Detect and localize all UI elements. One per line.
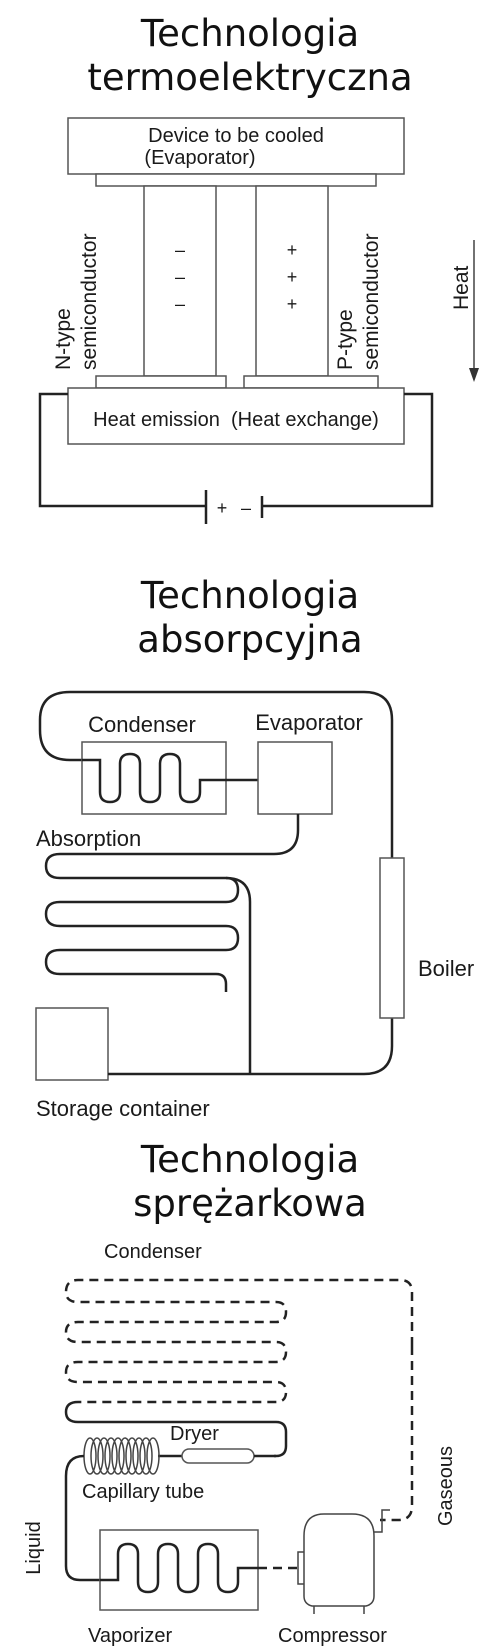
gaseous-label: Gaseous	[435, 1446, 457, 1526]
n-sign-1: –	[175, 240, 185, 260]
thermo-title-line1: Technologia	[140, 12, 360, 55]
p-sign-1: +	[287, 240, 298, 260]
absorption-condenser-box	[81, 741, 227, 815]
top-plate	[95, 173, 377, 187]
absorption-absorber-mid	[215, 972, 228, 992]
thermo-title-line2: termoelektryczna	[87, 56, 413, 99]
heat-emission-label: Heat emission (Heat exchange)	[93, 409, 379, 431]
n-sign-2: –	[175, 267, 185, 287]
absorption-absorber-outer	[225, 876, 252, 1074]
absorption-absorber-coil	[44, 852, 240, 976]
compressor-label: Compressor	[278, 1625, 387, 1647]
thermo-title: Technologia termoelektryczna	[0, 12, 500, 100]
heat-label: Heat	[450, 265, 473, 310]
n-column	[143, 185, 217, 377]
liquid-label: Liquid	[23, 1521, 45, 1574]
storage-container-label: Storage container	[36, 1096, 210, 1121]
circuit-wire-left	[38, 392, 206, 508]
absorption-bottom-pipe	[108, 1016, 394, 1076]
absorption-condenser-label: Condenser	[88, 712, 196, 737]
compressor-title: Technologia sprężarkowa	[0, 1138, 500, 1226]
boiler-label: Boiler	[418, 956, 474, 981]
battery-minus: –	[241, 498, 251, 518]
n-type-label-line2: semiconductor	[78, 233, 101, 370]
absorption-diagram: Condenser Evaporator Absorption Storage …	[35, 690, 474, 1121]
heat-emission-box	[67, 387, 405, 445]
heat-arrow-head	[469, 368, 479, 382]
p-sign-3: +	[287, 294, 298, 314]
boiler-box	[379, 857, 405, 1019]
p-column	[255, 185, 329, 377]
p-type-label-line1: P-type	[334, 309, 357, 370]
liquid-line	[64, 1454, 100, 1582]
absorption-top-loop	[38, 690, 394, 860]
thermoelectric-diagram: Device to be cooled (Evaporator) – – – +…	[38, 117, 479, 524]
vaporizer-label: Vaporizer	[88, 1625, 172, 1647]
compressor-diagram: Condenser Gaseous Dryer Capillary tube L…	[23, 1241, 457, 1647]
compressor-condenser-label: Condenser	[104, 1241, 202, 1263]
dryer-body	[181, 1448, 255, 1464]
absorption-title: Technologia absorpcyjna	[0, 574, 500, 662]
gaseous-line	[380, 1346, 414, 1522]
device-label-line1: Device to be cooled	[148, 125, 324, 147]
absorption-title-line2: absorpcyjna	[137, 618, 363, 661]
absorption-evaporator-pipe	[60, 814, 300, 856]
absorption-evaporator-box	[257, 741, 333, 815]
dryer-label: Dryer	[170, 1423, 219, 1445]
condenser-coil-solid	[64, 1400, 288, 1458]
device-label-line2: (Evaporator)	[144, 147, 255, 169]
compressor-title-line2: sprężarkowa	[133, 1182, 367, 1225]
p-sign-2: +	[287, 267, 298, 287]
p-type-label-line2: semiconductor	[360, 233, 383, 370]
bottom-plate-n	[95, 375, 227, 389]
absorption-title-line1: Technologia	[140, 574, 360, 617]
compressor-title-line1: Technologia	[140, 1138, 360, 1181]
bottom-plate-p	[243, 375, 379, 389]
n-sign-3: –	[175, 294, 185, 314]
battery-plus: +	[217, 498, 228, 518]
absorption-label: Absorption	[36, 826, 141, 851]
capillary-label: Capillary tube	[82, 1481, 204, 1503]
absorption-condenser-coil	[82, 752, 258, 804]
circuit-wire-right	[262, 392, 434, 508]
n-type-label-line1: N-type	[52, 308, 75, 370]
device-box	[67, 117, 405, 175]
capillary-coil	[83, 1437, 160, 1475]
condenser-coil-dashed	[64, 1278, 414, 1404]
vaporizer-coil	[100, 1542, 258, 1594]
storage-container-box	[35, 1007, 109, 1081]
absorption-evaporator-label: Evaporator	[255, 710, 363, 735]
compressor-unit	[297, 1509, 390, 1614]
